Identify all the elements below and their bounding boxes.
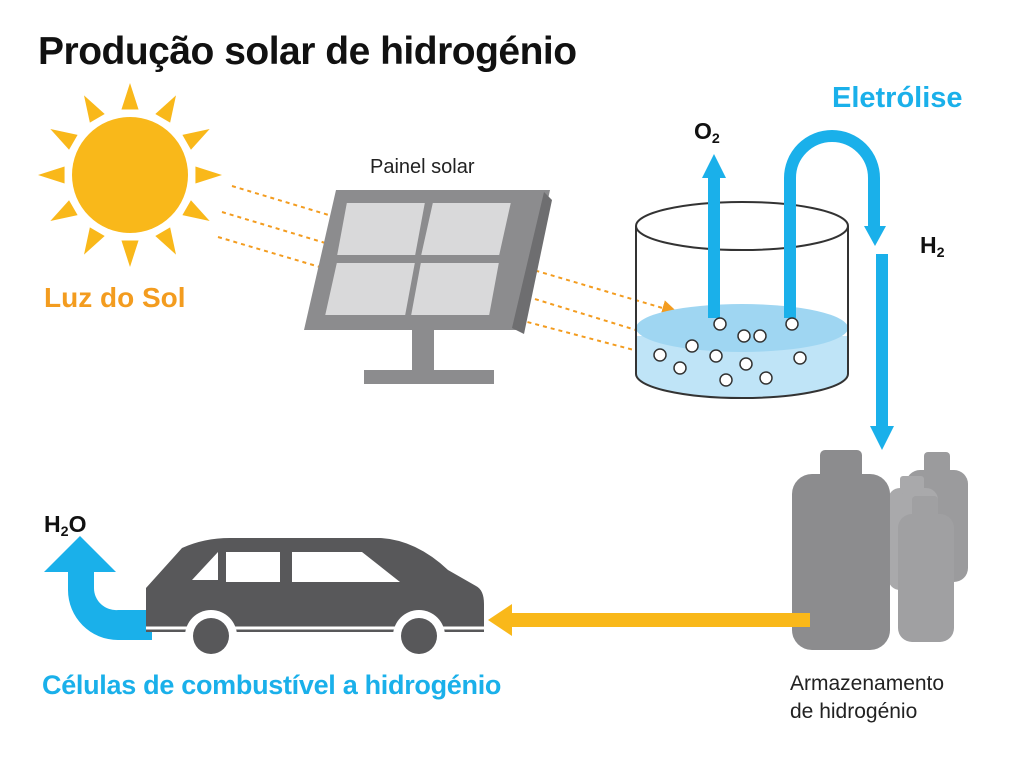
solar-panel-label: Painel solar xyxy=(370,156,475,178)
hydrogen-supply-arrow xyxy=(488,604,810,636)
sun-label: Luz do Sol xyxy=(44,282,186,313)
h2-main: H xyxy=(920,232,937,258)
o2-subscript: 2 xyxy=(711,130,720,147)
h2-label: H2 xyxy=(920,232,945,261)
h2o-label: H2O xyxy=(44,511,87,540)
o2-arrow-icon xyxy=(702,154,726,178)
storage-label-line2: de hidrogénio xyxy=(790,700,918,723)
hydrogen-storage-icon xyxy=(792,450,968,650)
o2-main: O xyxy=(694,118,712,144)
electrolysis-flow xyxy=(708,130,888,428)
sun-ray xyxy=(121,83,139,110)
sun-ray xyxy=(84,95,105,123)
sun-ray xyxy=(155,95,176,123)
storage-label-line1: Armazenamento xyxy=(790,672,945,695)
sun-ray xyxy=(182,129,210,150)
sun-ray xyxy=(155,227,176,255)
sun-ray xyxy=(121,240,139,267)
sun-ray xyxy=(195,166,222,184)
h2o-tail: O xyxy=(68,511,87,537)
sun-icon xyxy=(38,83,222,267)
o2-label: O2 xyxy=(694,118,720,147)
car-icon xyxy=(146,538,484,662)
sun-ray xyxy=(38,166,65,184)
sun-ray xyxy=(84,227,105,255)
h2o-subscript: 2 xyxy=(60,523,69,540)
electrolysis-label: Eletrólise xyxy=(832,82,963,114)
h2-subscript: 2 xyxy=(936,244,945,261)
bubbles xyxy=(653,317,807,387)
storage-arrow-icon xyxy=(870,426,894,450)
fuel-cell-label: Células de combustível a hidrogénio xyxy=(42,670,502,700)
sun-ray xyxy=(50,129,78,150)
page-title: Produção solar de hidrogénio xyxy=(38,30,577,73)
solar-panel-icon xyxy=(304,190,552,384)
sun-ray xyxy=(182,200,210,221)
sun-ray xyxy=(50,200,78,221)
h2o-main: H xyxy=(44,511,61,537)
h2-arrow-icon xyxy=(864,226,886,246)
exhaust-arrow-icon xyxy=(44,536,152,640)
